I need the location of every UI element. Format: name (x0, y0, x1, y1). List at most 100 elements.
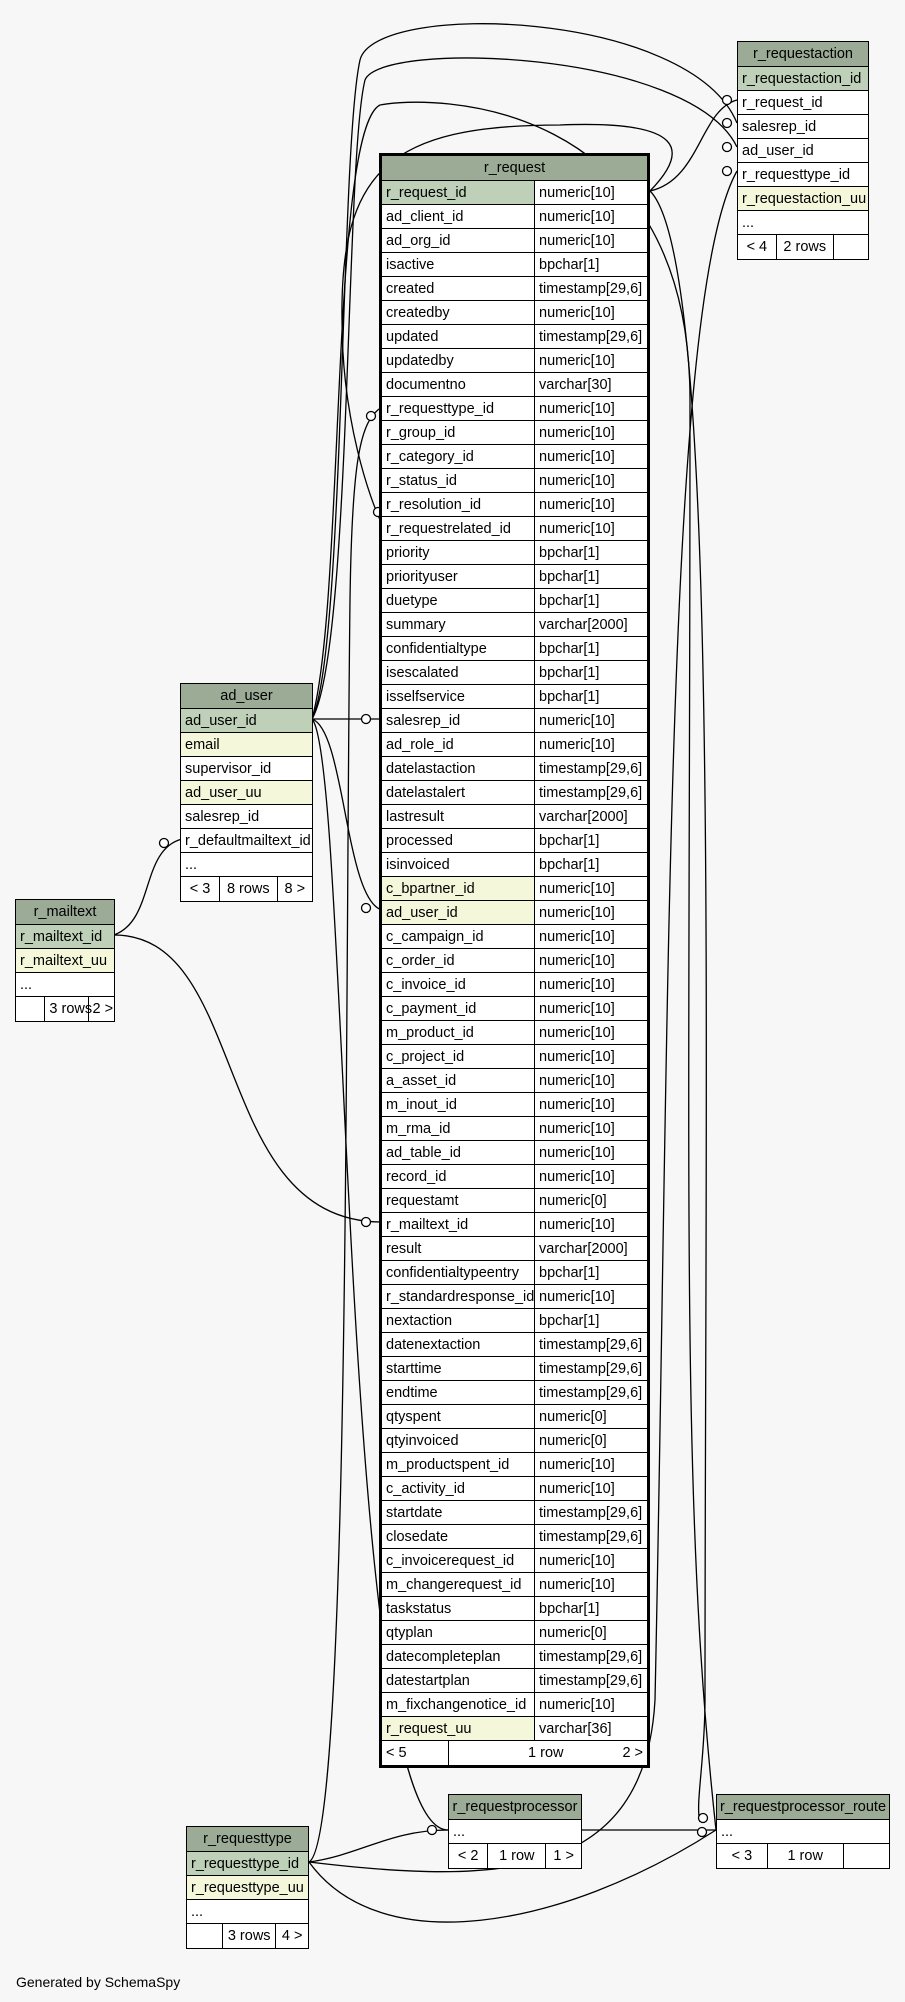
column-type: varchar[2000] (534, 805, 647, 828)
footer-children[interactable]: 8 > (276, 877, 312, 901)
column-type: numeric[10] (534, 949, 647, 972)
table-row: ... (187, 1900, 308, 1924)
footer-parents[interactable] (187, 1924, 222, 1948)
column-name: r_defaultmailtext_id (185, 833, 311, 849)
generated-by-label: Generated by SchemaSpy (16, 1974, 181, 1990)
table-row: r_mailtext_id (16, 925, 114, 949)
column-type: timestamp[29,6] (534, 1645, 647, 1668)
column-name: c_campaign_id (386, 929, 484, 945)
table-header[interactable]: r_requesttype (187, 1827, 308, 1852)
column-type: timestamp[29,6] (534, 277, 647, 300)
footer-children[interactable]: 2 > (622, 1745, 643, 1761)
table-header[interactable]: r_requestprocessor_route (717, 1795, 889, 1820)
column-name: salesrep_id (386, 713, 461, 729)
column-name: summary (386, 617, 446, 633)
column-name: ad_role_id (386, 737, 454, 753)
footer-parents[interactable]: < 4 (746, 239, 768, 255)
column-type: timestamp[29,6] (534, 1501, 647, 1524)
column-name: c_payment_id (386, 1001, 477, 1017)
table-header[interactable]: r_requestprocessor (449, 1795, 581, 1820)
footer-children[interactable]: 2 > (87, 997, 114, 1021)
column-type: bpchar[1] (534, 829, 647, 852)
column-name: ad_org_id (386, 233, 451, 249)
column-type: numeric[10] (534, 517, 647, 540)
column-type: numeric[10] (534, 1285, 647, 1308)
table-row: email (181, 733, 312, 757)
footer-parents[interactable]: < 2 (457, 1848, 479, 1864)
footer-children[interactable]: 4 > (275, 1924, 308, 1948)
table-header[interactable]: r_requestaction (738, 42, 868, 67)
column-type: timestamp[29,6] (534, 325, 647, 348)
table-header[interactable]: ad_user (181, 684, 312, 709)
footer-parents[interactable]: < 5 (386, 1745, 407, 1761)
column-name: email (185, 737, 220, 753)
column-name: nextaction (386, 1313, 453, 1329)
column-name: datelastaction (386, 761, 476, 777)
column-name: r_mailtext_uu (20, 953, 108, 969)
column-name: result (386, 1241, 422, 1257)
footer-row-count: 1 row (487, 1844, 545, 1868)
column-type: bpchar[1] (534, 565, 647, 588)
footer-parents[interactable]: < 3 (189, 881, 211, 897)
footer-children[interactable] (832, 235, 868, 259)
column-name: isselfservice (386, 689, 465, 705)
column-name: taskstatus (386, 1601, 452, 1617)
table-row: ... (181, 853, 312, 877)
table-row: ad_user_id (738, 139, 868, 163)
column-type: bpchar[1] (534, 685, 647, 708)
table-header[interactable]: r_mailtext (16, 900, 114, 925)
table-header[interactable]: r_request (382, 156, 647, 181)
table-row: ... (717, 1820, 889, 1844)
footer-row-count: 3 rows (44, 997, 92, 1021)
column-type: numeric[10] (534, 1693, 647, 1716)
footer-children[interactable] (842, 1844, 889, 1868)
column-type: numeric[10] (534, 973, 647, 996)
column-name: r_requesttype_id (386, 401, 495, 417)
column-type: timestamp[29,6] (534, 1381, 647, 1404)
footer-children[interactable]: 1 > (545, 1844, 581, 1868)
column-name: starttime (386, 1361, 442, 1377)
column-type: numeric[10] (534, 397, 647, 420)
column-name: ad_user_id (185, 713, 257, 729)
table-row: lastresult varchar[2000] (382, 805, 647, 829)
column-type: numeric[0] (534, 1429, 647, 1452)
column-name: salesrep_id (185, 809, 260, 825)
footer-parents[interactable]: < 3 (731, 1848, 753, 1864)
column-type: numeric[10] (534, 1093, 647, 1116)
column-type: numeric[10] (534, 1069, 647, 1092)
column-type: numeric[10] (534, 1045, 647, 1068)
table-row: r_requesttype_uu (187, 1876, 308, 1900)
column-name: r_request_id (386, 185, 467, 201)
footer-parents[interactable] (16, 997, 44, 1021)
table-row: r_defaultmailtext_id (181, 829, 312, 853)
column-name: r_resolution_id (386, 497, 482, 513)
column-type: timestamp[29,6] (534, 1333, 647, 1356)
column-name: lastresult (386, 809, 445, 825)
footer-row-count: 8 rows (218, 877, 277, 901)
column-name: processed (386, 833, 453, 849)
column-type: numeric[10] (534, 205, 647, 228)
column-name: r_requestrelated_id (386, 521, 511, 537)
column-name: m_changerequest_id (386, 1577, 522, 1593)
